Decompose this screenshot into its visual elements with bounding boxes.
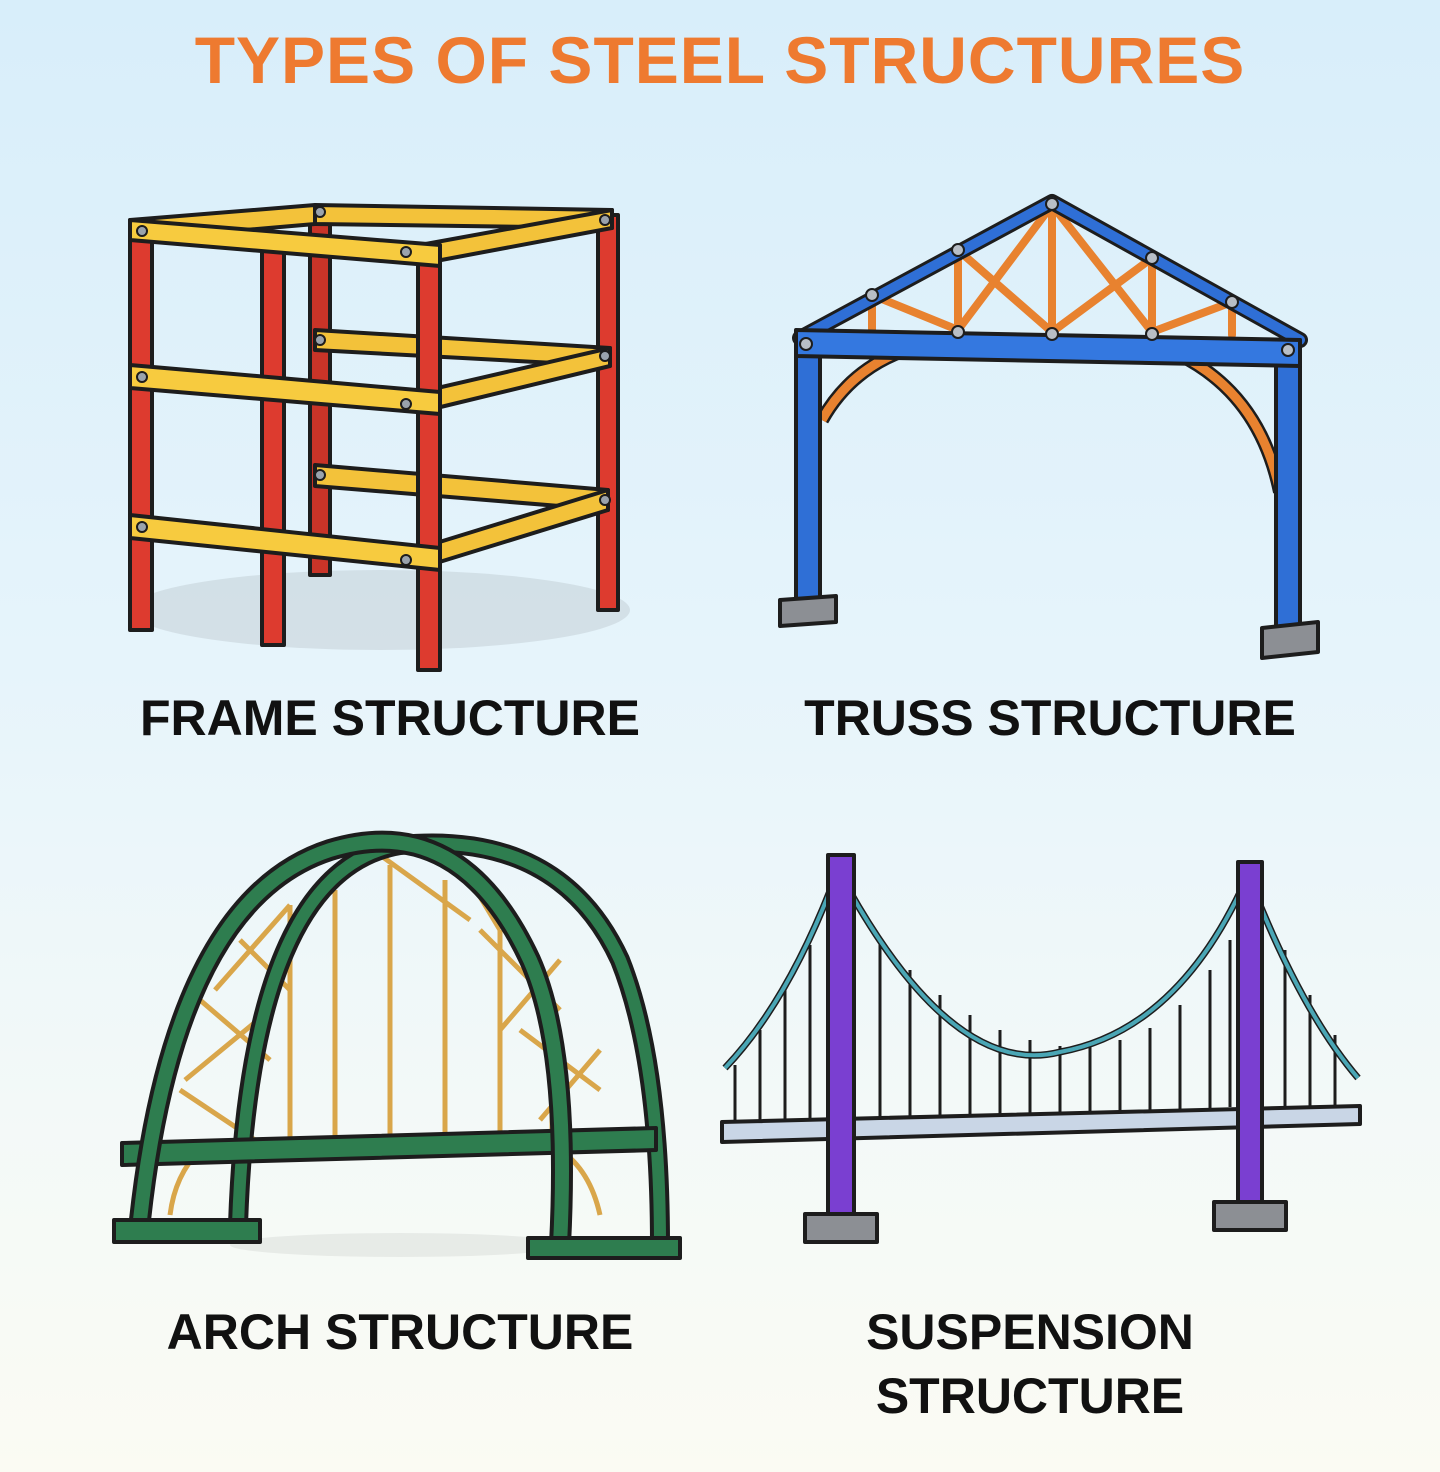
page-title: TYPES OF STEEL STRUCTURES — [194, 23, 1246, 97]
frame-structure-label: FRAME STRUCTURE — [140, 690, 640, 746]
truss-structure-label: TRUSS STRUCTURE — [804, 690, 1296, 746]
arch-structure-label: ARCH STRUCTURE — [166, 1304, 634, 1360]
suspension-structure-label: SUSPENSION STRUCTURE — [866, 1304, 1194, 1424]
